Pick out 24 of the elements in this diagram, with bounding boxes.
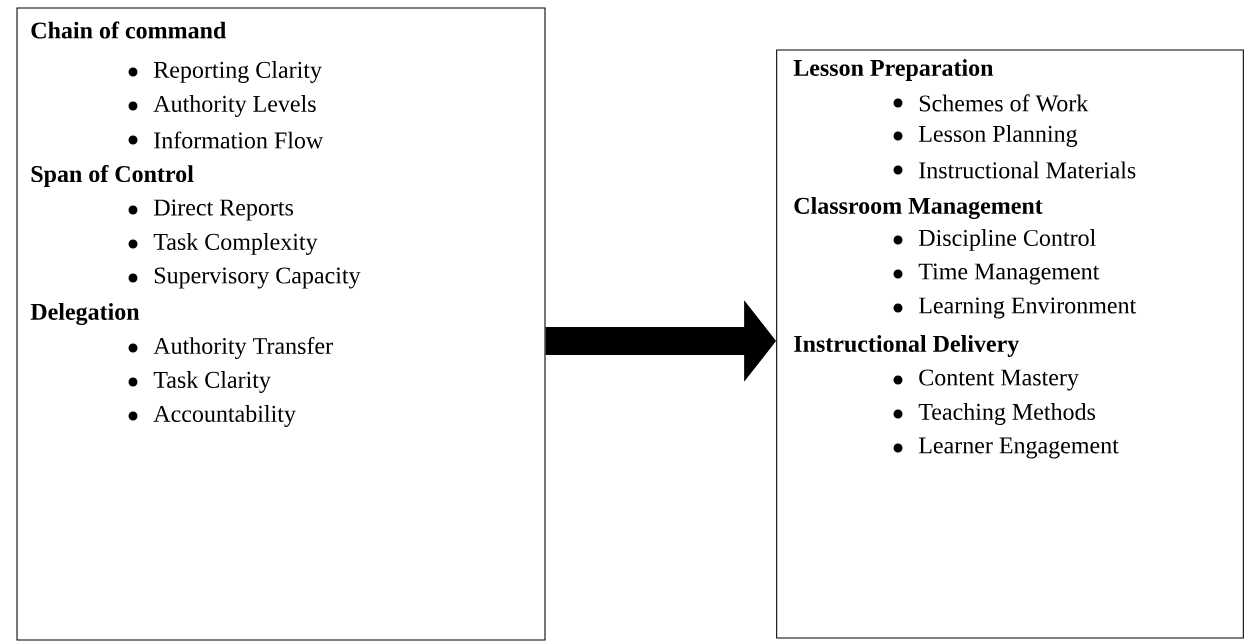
section-heading: Instructional Delivery — [794, 335, 1019, 357]
bullet-item: Reporting Clarity — [128, 61, 322, 83]
bullet-item: Schemes of Work — [893, 94, 1089, 112]
section-heading: Chain of command — [31, 21, 227, 39]
bullet-item: Lesson Planning — [893, 125, 1078, 147]
bullet-item: Supervisory Capacity — [128, 267, 361, 289]
bullet-item: Time Management — [893, 263, 1100, 285]
bullet-item: Teaching Methods — [893, 403, 1095, 425]
bullet-item: Accountability — [128, 405, 296, 427]
bullet-item: Information Flow — [128, 131, 324, 149]
bullet-item: Discipline Control — [893, 229, 1096, 251]
section-heading: Lesson Preparation — [793, 59, 994, 81]
section-heading: Span of Control — [31, 165, 194, 187]
bullet-item: Authority Levels — [128, 95, 316, 117]
bullet-item: Learner Engagement — [893, 437, 1119, 459]
bullet-item: Task Clarity — [128, 371, 271, 393]
section-heading: Classroom Management — [794, 197, 1043, 219]
section-heading: Delegation — [30, 303, 140, 325]
bullet-item: Content Mastery — [893, 369, 1079, 391]
bullet-item: Task Complexity — [128, 233, 318, 255]
bullet-item: Authority Transfer — [128, 336, 333, 360]
bullet-item: Learning Environment — [893, 297, 1137, 319]
bullet-item: Direct Reports — [128, 199, 294, 221]
bullet-item: Instructional Materials — [893, 161, 1136, 179]
